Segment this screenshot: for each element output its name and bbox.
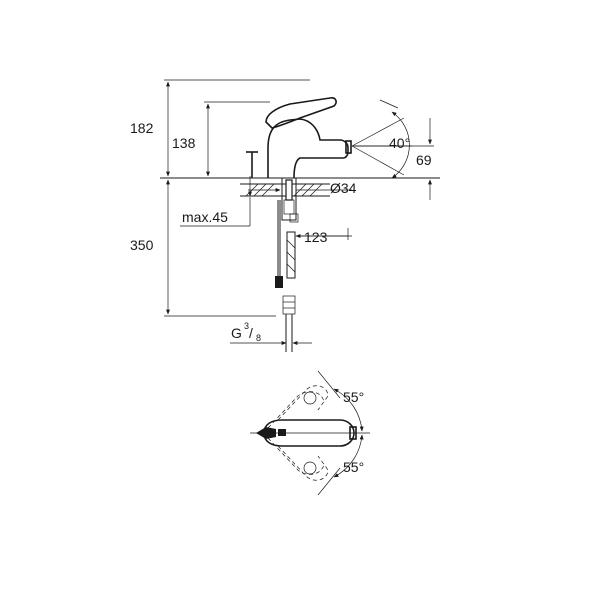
plan-body — [263, 419, 355, 447]
faucet-body — [267, 118, 349, 179]
side-elevation: 182 138 40° 69 Ø34 max.45 123 — [130, 79, 440, 352]
plan-arc-top — [333, 388, 364, 432]
plan-view: 55° 55° — [250, 370, 370, 496]
connection-den: 8 — [256, 333, 261, 343]
dim-69-label: 69 — [416, 152, 432, 168]
dim-angle-label: 40° — [389, 135, 410, 151]
dim-max45-label: max.45 — [182, 209, 228, 225]
popup-mechanism — [286, 231, 296, 279]
connection-fitting — [282, 295, 296, 315]
dim-diameter-label: Ø34 — [330, 180, 357, 196]
outlet-aerator — [345, 140, 352, 154]
connection-g: G — [231, 325, 242, 341]
plan-swivel-top — [277, 385, 329, 421]
plan-lever — [256, 427, 276, 439]
connection-label: G 3 / 8 — [231, 321, 261, 343]
connection-num: 3 — [244, 321, 249, 331]
plan-angle-bottom-label: 55° — [343, 459, 364, 475]
plan-swivel-bottom — [277, 445, 329, 481]
dim-350-label: 350 — [130, 237, 154, 253]
plan-arc-bottom — [333, 434, 364, 478]
dim-angle-arc — [391, 111, 410, 179]
connection-slash: / — [249, 325, 253, 341]
plan-angle-top-label: 55° — [343, 389, 364, 405]
dim-138-label: 138 — [172, 135, 196, 151]
dim-182-label: 182 — [130, 120, 154, 136]
dim-123-label: 123 — [304, 229, 328, 245]
faucet-lever — [265, 97, 337, 129]
mounting-shank — [281, 177, 297, 221]
